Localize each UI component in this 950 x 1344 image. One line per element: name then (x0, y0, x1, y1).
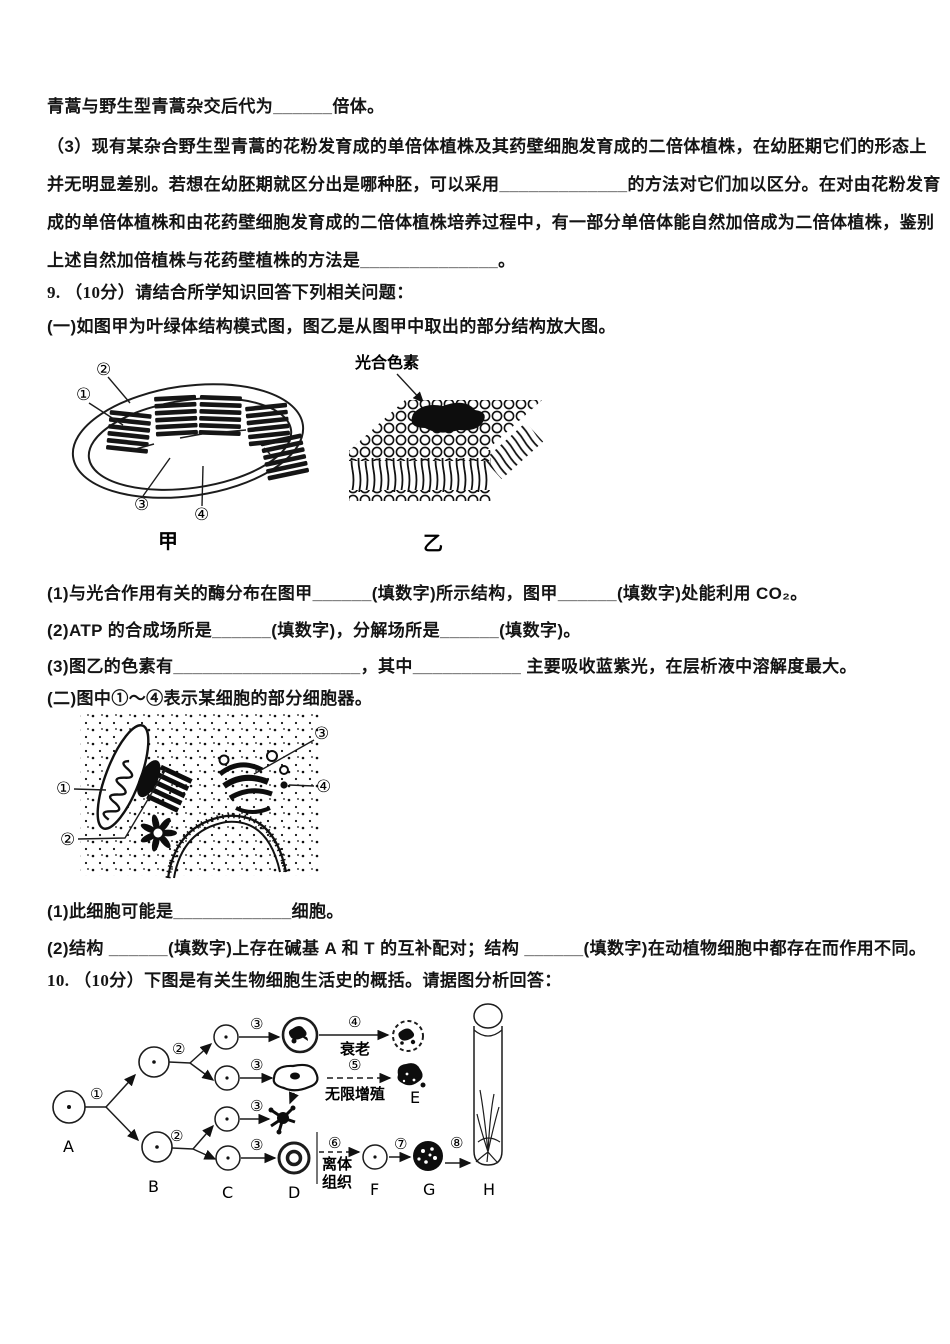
plantlet (475, 1089, 501, 1164)
q8-part3-line1: （3）现有某杂合野生型青蒿的花粉发育成的单倍体植株及其药壁细胞发育成的二倍体植株… (47, 137, 927, 156)
q9-sub2: (2)ATP 的合成场所是______(填数字)，分解场所是______(填数字… (47, 621, 581, 640)
q8-line1: 青蒿与野生型青蒿杂交后代为______倍体。 (47, 97, 385, 116)
pigment-arrow (396, 373, 424, 404)
q8-part3-line2: 并无明显差别。若想在幼胚期就区分出是哪种胚，可以采用_____________的… (47, 175, 941, 194)
label-3: ③ (134, 495, 149, 515)
star-organelle (140, 814, 177, 852)
label-1: ① (56, 779, 71, 799)
node-H: H (483, 1180, 495, 1199)
step-3d: ③ (250, 1136, 263, 1154)
cell-C3 (214, 1106, 240, 1132)
cell-E-cancer (397, 1063, 426, 1088)
cell-D2-ameboid (272, 1063, 319, 1092)
node-F: F (370, 1180, 379, 1199)
step-8: ⑧ (450, 1134, 463, 1152)
q9-sub1: (1)与光合作用有关的酶分布在图甲______(填数字)所示结构，图甲_____… (47, 584, 808, 603)
figure-membrane: 光合色素 乙 (349, 353, 544, 555)
step-1: ① (90, 1085, 103, 1103)
explant-label-1: 离体 (322, 1155, 353, 1173)
step-6: ⑥ (328, 1134, 341, 1152)
organelle-labels: ① ② ③ ④ (56, 724, 331, 850)
label-4: ④ (194, 505, 209, 525)
q10-header: 10. （10分）下图是有关生物细胞生活史的概括。请据图分析回答： (47, 971, 562, 990)
chloroplast-envelope (71, 383, 305, 499)
front-lower-heads (349, 490, 491, 501)
golgi-apparatus (218, 750, 289, 814)
cell-D4 (277, 1141, 311, 1175)
flow-step-labels: ① ② ② ③ ③ ③ ③ ④ ⑤ ⑥ ⑦ ⑧ 衰老 无限增殖 离体 组织 (90, 1013, 463, 1191)
nucleus (165, 813, 289, 879)
node-A: A (63, 1137, 74, 1156)
immortal-label: 无限增殖 (324, 1085, 385, 1103)
test-tube-H (473, 1003, 503, 1166)
membrane-stack-organelle (137, 760, 193, 813)
label-2: ② (96, 360, 111, 380)
node-D: D (288, 1183, 300, 1202)
caption-yi: 乙 (423, 531, 443, 555)
cell-C4 (215, 1145, 241, 1171)
q9-part1-intro: (一)如图甲为叶绿体结构模式图，图乙是从图甲中取出的部分结构放大图。 (47, 317, 616, 336)
leader-4 (201, 465, 204, 507)
senescence-label: 衰老 (339, 1040, 370, 1058)
leader-2 (77, 768, 167, 840)
leader-3 (253, 739, 315, 775)
label-2: ② (60, 830, 75, 850)
cell-A (52, 1090, 86, 1124)
q9-sub3: (3)图乙的色素有___________________，其中_________… (47, 657, 857, 676)
step-5: ⑤ (348, 1056, 361, 1074)
leader-2 (107, 376, 131, 404)
node-C: C (222, 1183, 233, 1202)
figure-organelles: ① ② ③ ④ (56, 714, 331, 879)
step-3b: ③ (250, 1056, 263, 1074)
flow-node-labels: A B C D E F G H (63, 1088, 495, 1202)
figure-chloroplast: ② ① ③ ④ 甲 (71, 360, 310, 553)
q9-sub5: (2)结构 ______(填数字)上存在碱基 A 和 T 的互补配对；结构 __… (47, 939, 927, 958)
cell-B2 (141, 1131, 173, 1163)
cell-C2 (214, 1065, 240, 1091)
cell-senescent (392, 1020, 424, 1052)
cell-D3-neuron (268, 1105, 296, 1135)
cell-G-callus (413, 1141, 443, 1171)
step-2b: ② (170, 1127, 183, 1145)
figure-cell-lifecycle: ① ② ② ③ ③ ③ ③ ④ ⑤ ⑥ ⑦ ⑧ 衰老 无限增殖 离体 组织 A … (52, 1003, 503, 1202)
label-3: ③ (314, 724, 329, 744)
cell-F (362, 1144, 388, 1170)
leader-4 (288, 784, 315, 787)
q9-header: 9. （10分）请结合所学知识回答下列相关问题： (47, 283, 414, 302)
cell-D1-differentiated (281, 1016, 319, 1054)
front-face-tails (349, 458, 491, 492)
leader-1 (88, 402, 124, 426)
node-E: E (410, 1088, 420, 1107)
membrane-drawing (349, 400, 544, 501)
step-2a: ② (172, 1040, 185, 1058)
step-3c: ③ (250, 1097, 263, 1115)
label-1: ① (76, 385, 91, 405)
explant-label-2: 组织 (322, 1173, 352, 1191)
caption-jia: 甲 (158, 529, 178, 553)
step-4: ④ (348, 1013, 361, 1031)
pigment-annotation: 光合色素 (354, 353, 419, 372)
grana-stacks (105, 394, 310, 481)
front-upper-heads (349, 450, 491, 461)
q8-part3-line3: 成的单倍体植株和由花药壁细胞发育成的二倍体植株培养过程中，有一部分单倍体能自然加… (47, 213, 935, 232)
side-face-tails (484, 422, 544, 480)
leader-1 (73, 788, 107, 791)
chloroplast-labels: ② ① ③ ④ 甲 (76, 360, 209, 553)
cell-B1 (138, 1046, 170, 1078)
node-B: B (148, 1177, 159, 1196)
label-4: ④ (316, 777, 331, 797)
pigment-protein-blob (411, 402, 485, 433)
node-G: G (423, 1180, 435, 1199)
cell-C1 (213, 1024, 239, 1050)
flow-arrows (85, 1029, 472, 1184)
q9-sub4: (1)此细胞可能是____________细胞。 (47, 902, 344, 921)
step-3a: ③ (250, 1015, 263, 1033)
ribosome-dot (280, 781, 288, 789)
step-7: ⑦ (394, 1135, 407, 1153)
q9-part2-intro: (二)图中①～④表示某细胞的部分细胞器。 (47, 689, 373, 708)
flow-cells (52, 1003, 503, 1175)
stroma-lamellae (131, 429, 271, 455)
leader-3 (142, 457, 171, 497)
q8-part3-line4: 上述自然加倍植株与花药壁植株的方法是______________。 (47, 251, 516, 270)
